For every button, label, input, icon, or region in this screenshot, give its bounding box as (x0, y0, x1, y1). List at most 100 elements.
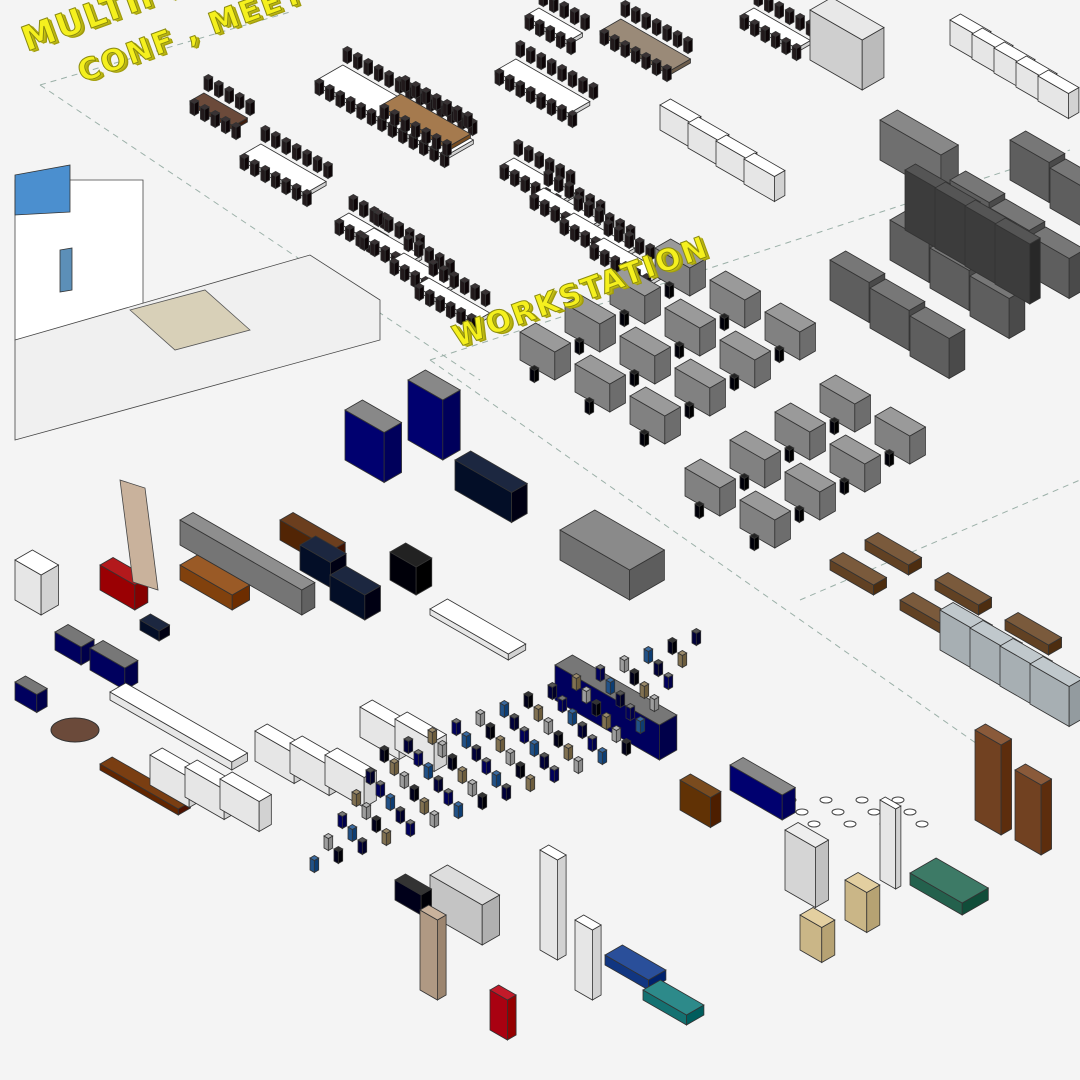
bookshelf-front (1040, 778, 1052, 856)
chair (371, 815, 382, 821)
sectional-sofa (559, 509, 666, 571)
chair (651, 58, 662, 64)
chair (641, 273, 652, 279)
chair (774, 345, 785, 351)
chair (829, 417, 840, 423)
chair (199, 104, 210, 110)
stool (915, 820, 929, 828)
sofa-small (89, 640, 139, 669)
chair (554, 163, 566, 169)
chair (539, 199, 550, 205)
chair (604, 212, 615, 218)
chair (620, 261, 631, 267)
chair (784, 7, 795, 13)
chair (661, 24, 673, 30)
work-table (219, 771, 273, 802)
chair (501, 783, 512, 789)
chair (399, 264, 410, 270)
tall-cabinet (539, 844, 567, 861)
chair (504, 74, 515, 80)
chair (429, 810, 440, 816)
chair (389, 258, 400, 264)
chair (335, 90, 346, 96)
chair (760, 25, 771, 31)
chair (441, 99, 453, 105)
storage-cabinet (809, 0, 885, 41)
chair (641, 12, 652, 18)
bookshelf-front (1000, 738, 1012, 836)
chair (794, 505, 805, 511)
chair (530, 181, 541, 187)
bar-table (715, 134, 758, 159)
chair (839, 477, 850, 483)
chair (611, 725, 622, 731)
chair (485, 722, 496, 728)
chair (550, 205, 561, 211)
chair (438, 265, 449, 271)
chair (577, 721, 588, 727)
arcade-machine (489, 984, 517, 1001)
chair (649, 694, 660, 700)
chair (270, 131, 281, 137)
chair (634, 237, 645, 243)
high-table (1037, 69, 1080, 94)
chair (260, 125, 271, 131)
bookshelf (974, 723, 1013, 746)
workstation-panel (739, 490, 792, 521)
stool (843, 820, 857, 828)
chair (352, 52, 363, 58)
chair (565, 37, 577, 43)
chair (475, 709, 486, 715)
chair (719, 313, 730, 319)
chair (357, 837, 368, 843)
chair (345, 96, 356, 102)
privacy-booth (407, 369, 462, 401)
chair (373, 64, 384, 70)
chair (361, 802, 372, 808)
workstation-booth (989, 198, 1046, 231)
billiard-table (909, 857, 990, 904)
chair (333, 846, 344, 852)
chair (525, 774, 536, 780)
chair (385, 793, 396, 799)
chair (234, 92, 245, 98)
chair (677, 650, 688, 656)
chair (314, 78, 325, 84)
chair (509, 169, 520, 175)
chair (588, 82, 599, 88)
stool (855, 796, 869, 804)
chair (444, 258, 456, 264)
chair (443, 788, 454, 794)
chair (533, 704, 544, 710)
workstation-panel (519, 322, 572, 353)
chair (413, 240, 424, 246)
chair (597, 747, 608, 753)
chair (624, 231, 635, 237)
tall-cabinet (419, 904, 447, 921)
tall-cabinet-front (436, 914, 447, 1001)
chair (515, 40, 526, 46)
chair (366, 108, 377, 114)
chair (589, 243, 600, 249)
work-table (324, 747, 378, 778)
stool (795, 808, 809, 816)
chair (595, 664, 606, 670)
chair (564, 181, 575, 187)
chair (441, 139, 453, 145)
chair (301, 189, 313, 195)
bench-desk (864, 532, 923, 566)
chair (767, 0, 771, 1)
trolley-front (866, 884, 881, 934)
high-partition (934, 181, 982, 209)
workstation-panel (664, 298, 717, 329)
workstation-panel (609, 266, 662, 297)
chair (480, 289, 491, 295)
chair (791, 43, 802, 49)
high-partition (904, 163, 952, 191)
chair (567, 708, 578, 714)
chair (573, 756, 584, 762)
chair (587, 734, 598, 740)
tall-cabinet-side (419, 909, 438, 1001)
chair (452, 105, 463, 111)
chair (334, 218, 345, 224)
